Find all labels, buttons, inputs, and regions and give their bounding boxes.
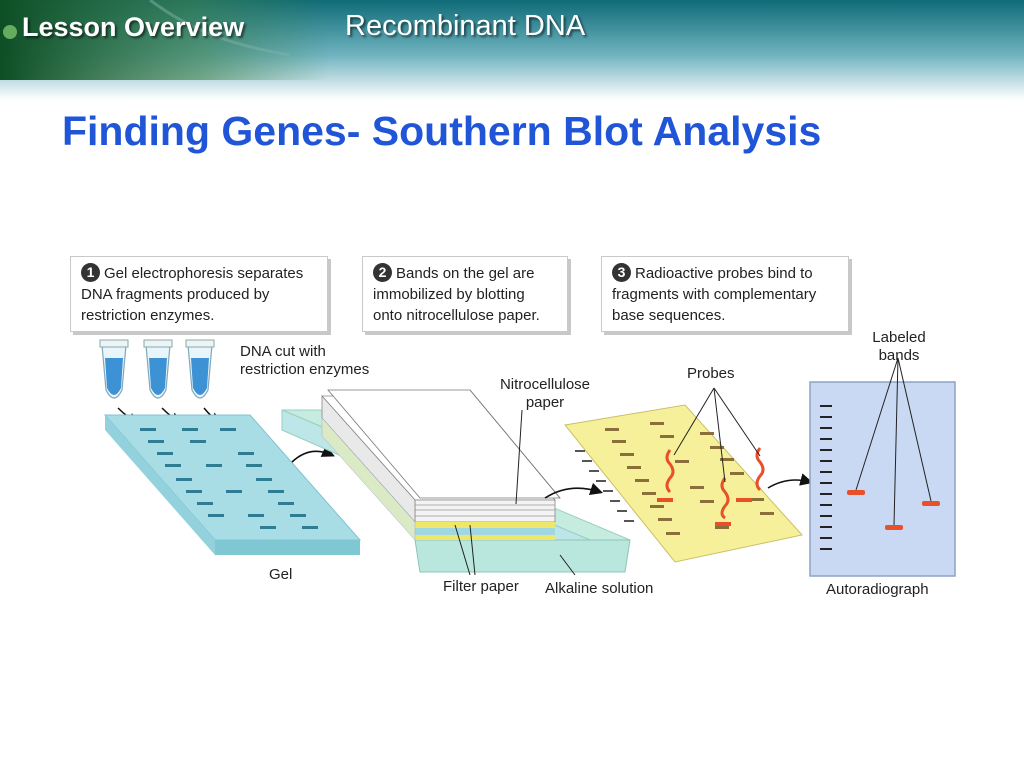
nitrocellulose-label-line-2: paper [525,394,565,411]
blotting-tray [281,389,631,573]
autoradiograph-label: Autoradiograph [826,581,929,598]
step-1-line-2: DNA fragments produced by [81,286,270,303]
labeled-bands-label: Labeled bands [860,329,938,365]
test-tube-2 [143,339,173,399]
labeled-bands-label-line-2: bands [878,347,920,364]
step-3-line-2: fragments with complementary [612,286,817,303]
step-1-line-1: Gel electrophoresis separates [104,265,304,282]
test-tube-3 [185,339,215,399]
dna-cut-label-line-2: restriction enzymes [240,361,370,378]
step-2-line-3: onto nitrocellulose paper. [373,307,540,324]
step-1-number: 1 [81,263,100,282]
header-background [0,0,1024,100]
diagram-artwork [99,339,956,577]
gel-slab [103,414,362,555]
probes-label: Probes [687,365,735,382]
step-2-line-2: immobilized by blotting [373,286,525,303]
topic-label: Recombinant DNA [345,10,586,42]
nitrocellulose-sheet [564,404,803,563]
nitrocellulose-label: Nitrocellulose paper [490,376,600,412]
step-2-line-1: Bands on the gel are [396,265,535,282]
labeled-bands-label-line-1: Labeled [872,329,926,346]
section-label: Lesson Overview [22,12,245,42]
gel-label: Gel [269,566,293,583]
dna-cut-label: DNA cut with restriction enzymes [240,343,369,379]
header-banner: Lesson Overview Recombinant DNA [0,0,1024,100]
slide-title: Finding Genes- Southern Blot Analysis [62,108,822,154]
test-tubes [99,339,223,425]
alkaline-solution-label: Alkaline solution [545,580,654,597]
autoradiograph-film [809,357,956,577]
step-3-line-1: Radioactive probes bind to [635,265,813,282]
nitrocellulose-label-line-1: Nitrocellulose [499,376,591,393]
step-3-number: 3 [612,263,631,282]
step-1-line-3: restriction enzymes. [81,307,215,324]
step-2-number: 2 [373,263,392,282]
test-tube-1 [99,339,129,399]
dna-cut-label-line-1: DNA cut with [240,343,326,360]
step-3-line-3: base sequences. [612,307,726,324]
filter-paper-label: Filter paper [443,578,519,595]
